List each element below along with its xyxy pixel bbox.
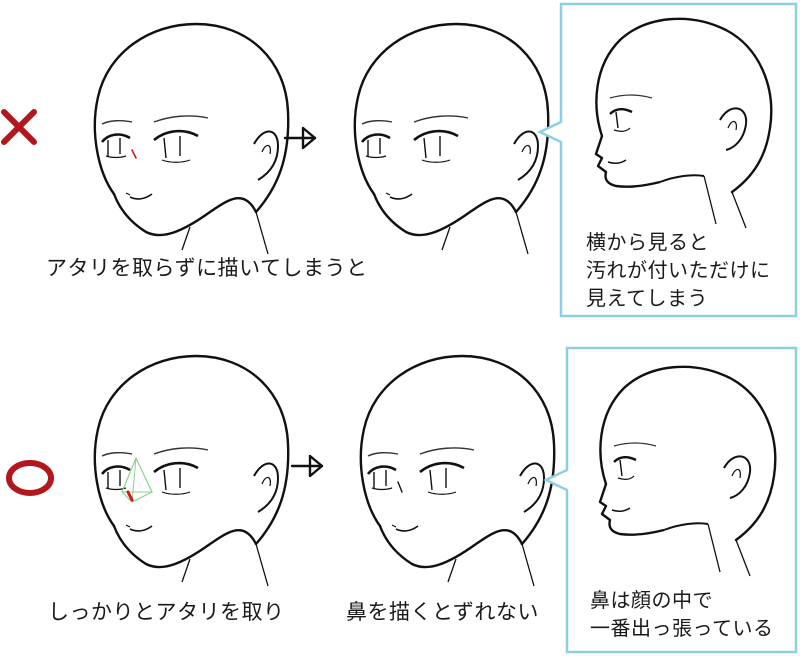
bubble-top-line-3: 見えてしまう (586, 286, 708, 310)
arrow-icon (290, 454, 324, 478)
bubble-top-line-1: 横から見ると (586, 230, 709, 254)
nose-guide (121, 456, 153, 503)
bubble-text-bottom: 鼻は顔の中で 一番出っ張っている (590, 586, 774, 642)
cross-mark-icon (1, 109, 37, 145)
bubble-bottom-line-2: 一番出っ張っている (590, 616, 774, 640)
speech-bubble-top (537, 2, 798, 318)
circle-mark-icon (6, 460, 54, 496)
caption-bottom-left: しっかりとアタリを取り (48, 600, 285, 624)
head-drawing-final (359, 354, 556, 588)
caption-top: アタリを取らずに描いてしまうと (46, 256, 368, 280)
arrow-icon (283, 126, 317, 150)
bubble-text-top: 横から見ると 汚れが付いただけに 見えてしまう (586, 228, 771, 312)
head-drawing-wrong (93, 22, 290, 256)
head-drawing-result (353, 22, 550, 256)
nose-mark (126, 490, 134, 502)
caption-bottom-mid: 鼻を描くとずれない (346, 600, 539, 624)
bubble-top-line-2: 汚れが付いただけに (586, 258, 771, 282)
head-drawing-guided (93, 354, 290, 588)
nose-mark (131, 149, 137, 159)
speech-bubble-bottom (543, 346, 798, 654)
bubble-bottom-line-1: 鼻は顔の中で (590, 588, 713, 612)
